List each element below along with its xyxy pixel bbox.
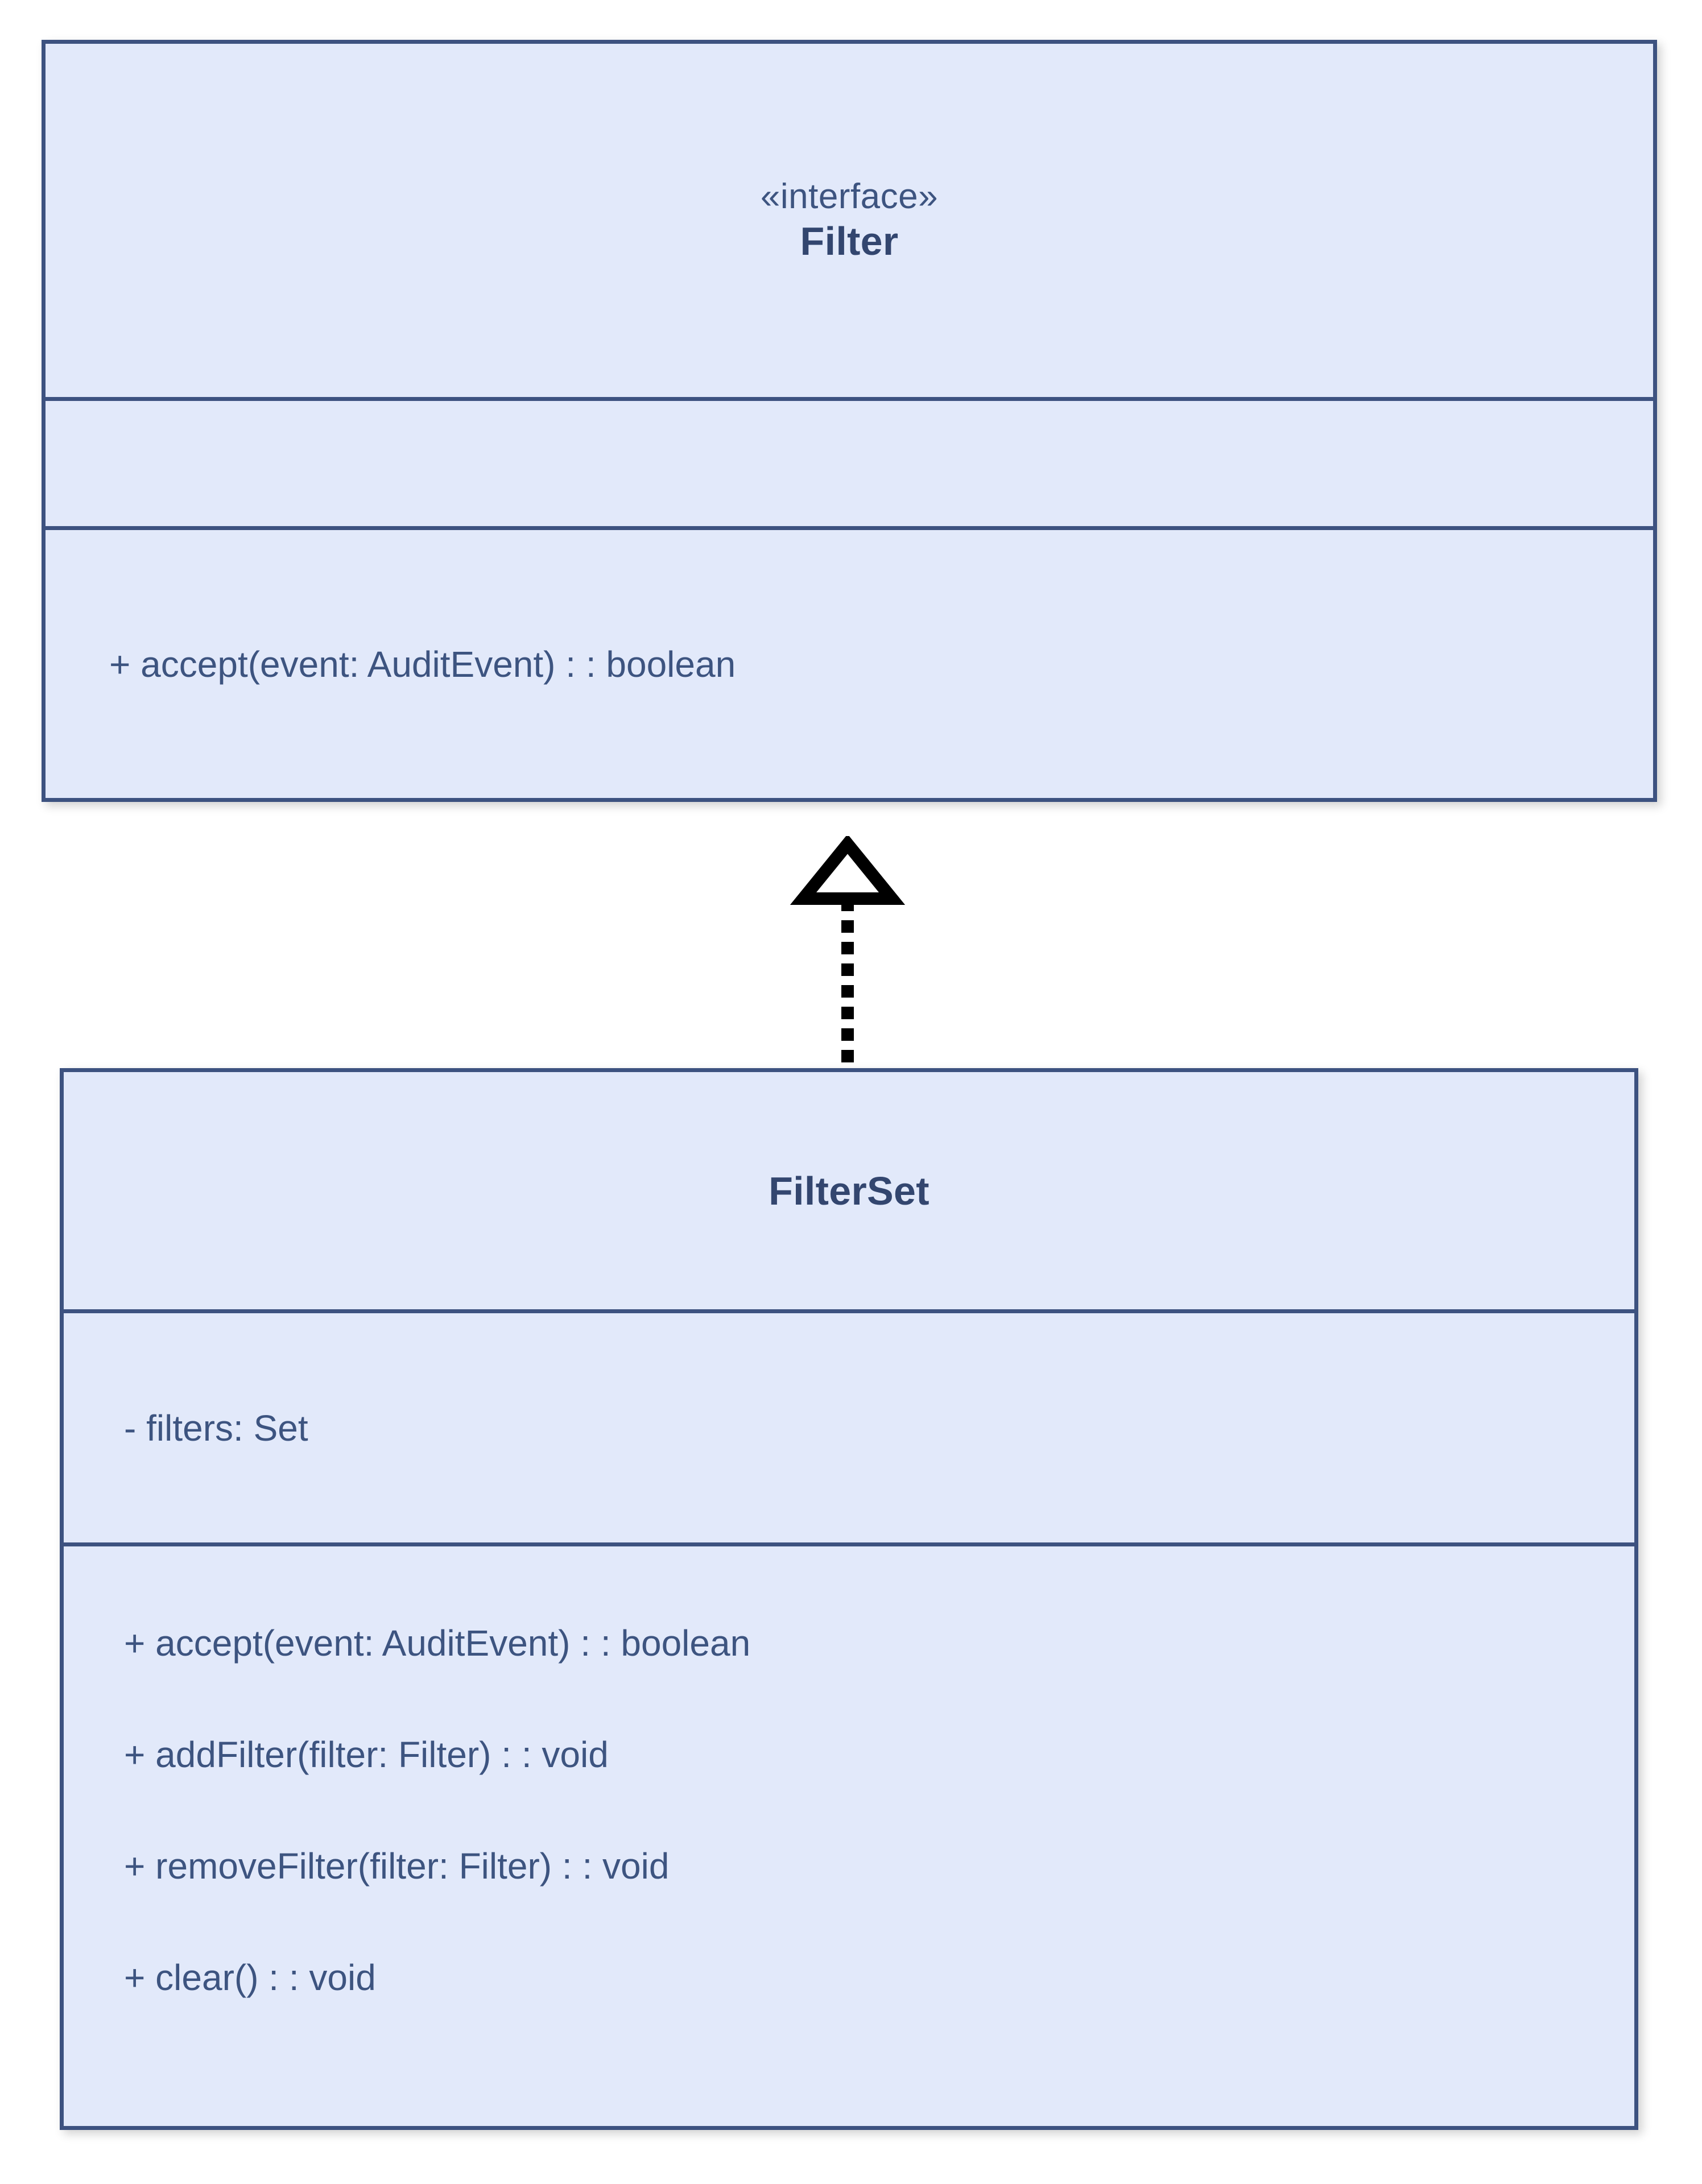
class-box-filterset[interactable]: FilterSet - filters: Set + accept(event:…	[60, 1068, 1638, 2130]
operation-list: + accept(event: AuditEvent) : : boolean …	[64, 1625, 1634, 1996]
operation-item: + accept(event: AuditEvent) : : boolean	[109, 643, 736, 685]
operations-compartment-filterset: + accept(event: AuditEvent) : : boolean …	[64, 1542, 1634, 2126]
operation-item: + accept(event: AuditEvent) : : boolean	[124, 1623, 751, 1664]
operation-item: + addFilter(filter: Filter) : : void	[124, 1734, 609, 1775]
realization-connector	[790, 836, 906, 1072]
class-header-filterset: FilterSet	[64, 1072, 1634, 1309]
attribute-list: - filters: Set	[64, 1410, 1634, 1446]
operation-list: + accept(event: AuditEvent) : : boolean	[46, 646, 1653, 682]
operation-item: + removeFilter(filter: Filter) : : void	[124, 1846, 670, 1887]
class-name-filterset: FilterSet	[769, 1168, 930, 1213]
stereotype-label: «interface»	[760, 176, 939, 216]
attributes-compartment-filter	[46, 397, 1653, 526]
hollow-triangle-arrowhead-icon	[790, 836, 906, 905]
operations-compartment-filter: + accept(event: AuditEvent) : : boolean	[46, 526, 1653, 798]
class-header-filter: «interface» Filter	[46, 44, 1653, 397]
operation-item: + clear() : : void	[124, 1957, 376, 1998]
class-box-filter[interactable]: «interface» Filter + accept(event: Audit…	[42, 40, 1657, 802]
attributes-compartment-filterset: - filters: Set	[64, 1309, 1634, 1542]
attribute-item: - filters: Set	[124, 1407, 308, 1449]
class-name-filter: Filter	[800, 219, 899, 264]
